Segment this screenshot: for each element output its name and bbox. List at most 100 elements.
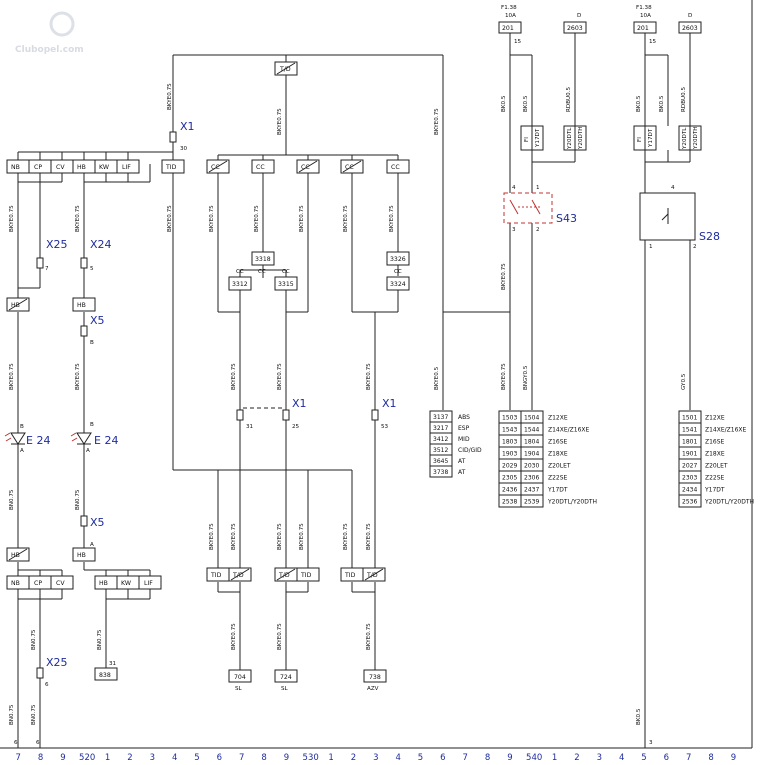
s28-contact-icon xyxy=(661,208,669,224)
engine-right-name: Y17DT xyxy=(704,487,725,494)
wire-label: BKYE0.75 xyxy=(231,363,237,390)
wire-label: BKYE0.5 xyxy=(434,366,440,390)
diode-triangle-icon xyxy=(10,432,26,445)
cc-label-2: CC xyxy=(256,164,265,171)
pin-31-838: 31 xyxy=(109,661,117,667)
axis-label: 2 xyxy=(574,753,579,763)
wire-label: BKYE0.75 xyxy=(277,523,283,550)
td-slash-b2 xyxy=(276,568,296,581)
lamp-pin-top: B xyxy=(20,424,24,430)
engine-code-b-box xyxy=(520,494,544,508)
wire-label: BK0.5 xyxy=(659,95,665,112)
axis-label: 4 xyxy=(395,753,400,763)
fuse-terminal-box xyxy=(633,21,657,34)
fuse-terminal: 201 xyxy=(502,25,514,32)
fuse-name: F1.38 xyxy=(636,5,652,11)
sl-label-2: SL xyxy=(281,686,289,692)
hb-box-right xyxy=(72,297,96,312)
hb-label-bottom-left: HB xyxy=(11,552,20,559)
x1-31-connector-icon xyxy=(236,409,244,421)
supply-d-label: D xyxy=(577,13,581,19)
variant-lif-bottom-label: LIF xyxy=(144,580,153,587)
abs-system: CID/GID xyxy=(458,447,482,454)
fi-label-right: FI xyxy=(637,137,643,142)
wire-label: BKYE0.75 xyxy=(75,363,81,390)
supply-d-right: D 2603 xyxy=(678,13,702,34)
wire-label: RDBU0.5 xyxy=(566,87,572,112)
td-label: T/D xyxy=(279,66,291,73)
light-ray-icon xyxy=(4,432,11,437)
engine-right-name: Z20LET xyxy=(705,463,728,470)
cc-label-mid: CC xyxy=(258,269,266,275)
s43-pin-4: 4 xyxy=(512,185,516,191)
abs-system: ESP xyxy=(458,425,470,432)
abs-code: 3645 xyxy=(433,458,448,465)
engine-name: Y20DTL/Y20DTH xyxy=(547,499,597,506)
axis-label: 4 xyxy=(172,753,177,763)
tid-box-top xyxy=(161,159,185,174)
x1-25-pin: 25 xyxy=(292,424,300,430)
supply-d-terminal: 2603 xyxy=(682,25,698,32)
variant-lif-label: LIF xyxy=(122,164,131,171)
ref-3324-label: 3324 xyxy=(390,281,406,288)
wire-label: BKYE0.75 xyxy=(231,523,237,550)
fuse-rating: 10A xyxy=(505,13,516,19)
wire-label: BKYE0.75 xyxy=(75,205,81,232)
engine-code-b: 2030 xyxy=(524,463,539,470)
engine-code-b: 1904 xyxy=(524,451,539,458)
axis-label: 8 xyxy=(38,753,43,763)
wire-label: BKYE0.75 xyxy=(167,205,173,232)
axis-label: 1 xyxy=(328,753,333,763)
engine-right-code-box xyxy=(678,494,702,508)
abs-code: 3412 xyxy=(433,436,448,443)
x1-30-label: X1 xyxy=(180,120,195,133)
wire-label: BKYE0.75 xyxy=(366,523,372,550)
x1-31-25-label: X1 xyxy=(292,397,307,410)
hb-label-bottom-right: HB xyxy=(77,552,86,559)
wire-label: BN0.75 xyxy=(9,489,15,510)
wire-label: BK0.5 xyxy=(636,95,642,112)
wire-label: BKYE0.75 xyxy=(9,363,15,390)
axis-label: 7 xyxy=(463,753,468,763)
engine-code-b: 1504 xyxy=(524,415,539,422)
x5-bottom-label: X5 xyxy=(90,516,105,529)
engine-name: Z14XE/Z16XE xyxy=(548,427,590,434)
fuse-terminal-box xyxy=(498,21,522,34)
cc-label-3315: CC xyxy=(282,269,290,275)
y17dt-label-right: Y17DT xyxy=(648,128,654,148)
fuse-rating: 10A xyxy=(640,13,651,19)
ref-3318-label: 3318 xyxy=(255,256,271,263)
cc-slash-4 xyxy=(342,160,362,173)
engine-code-a: 2029 xyxy=(502,463,517,470)
s28-pin-1: 1 xyxy=(649,244,653,250)
engine-right-name: Z12XE xyxy=(705,415,725,422)
axis-label: 5 xyxy=(418,753,423,763)
engine-code-b: 1544 xyxy=(524,427,539,434)
wire-label: BKYE0.75 xyxy=(299,205,305,232)
wire-label: BK0.5 xyxy=(501,95,507,112)
cc-label-3: CC xyxy=(301,164,310,171)
x25-top-pin: 7 xyxy=(45,266,49,272)
ref-3312-box xyxy=(228,276,252,291)
fi-label-left: FI xyxy=(524,137,530,142)
wire-label: BK0.5 xyxy=(636,708,642,725)
x1-53-connector-icon xyxy=(371,409,379,421)
cc-label-5: CC xyxy=(391,164,400,171)
x25-bottom-pin: 6 xyxy=(45,682,49,688)
axis-label: 7 xyxy=(16,753,21,763)
ref-3315-label: 3315 xyxy=(278,281,294,288)
x25-bottom-label: X25 xyxy=(46,656,68,669)
fuse-name: F1.38 xyxy=(501,5,517,11)
abs-system: ABS xyxy=(458,414,470,421)
engine-right-name: Z16SE xyxy=(705,439,725,446)
y20dth-label-left: Y20DTH xyxy=(578,127,584,150)
wire-label: BK0.5 xyxy=(523,95,529,112)
cc-boxes: CC CC CC CC CC xyxy=(206,159,410,174)
x1-53-pin: 53 xyxy=(381,424,389,430)
s28-pin-2: 2 xyxy=(693,244,697,250)
x5-top-connector-icon xyxy=(80,325,88,337)
ref-738-label: 738 xyxy=(369,674,381,681)
engine-right-code: 2303 xyxy=(682,475,697,482)
